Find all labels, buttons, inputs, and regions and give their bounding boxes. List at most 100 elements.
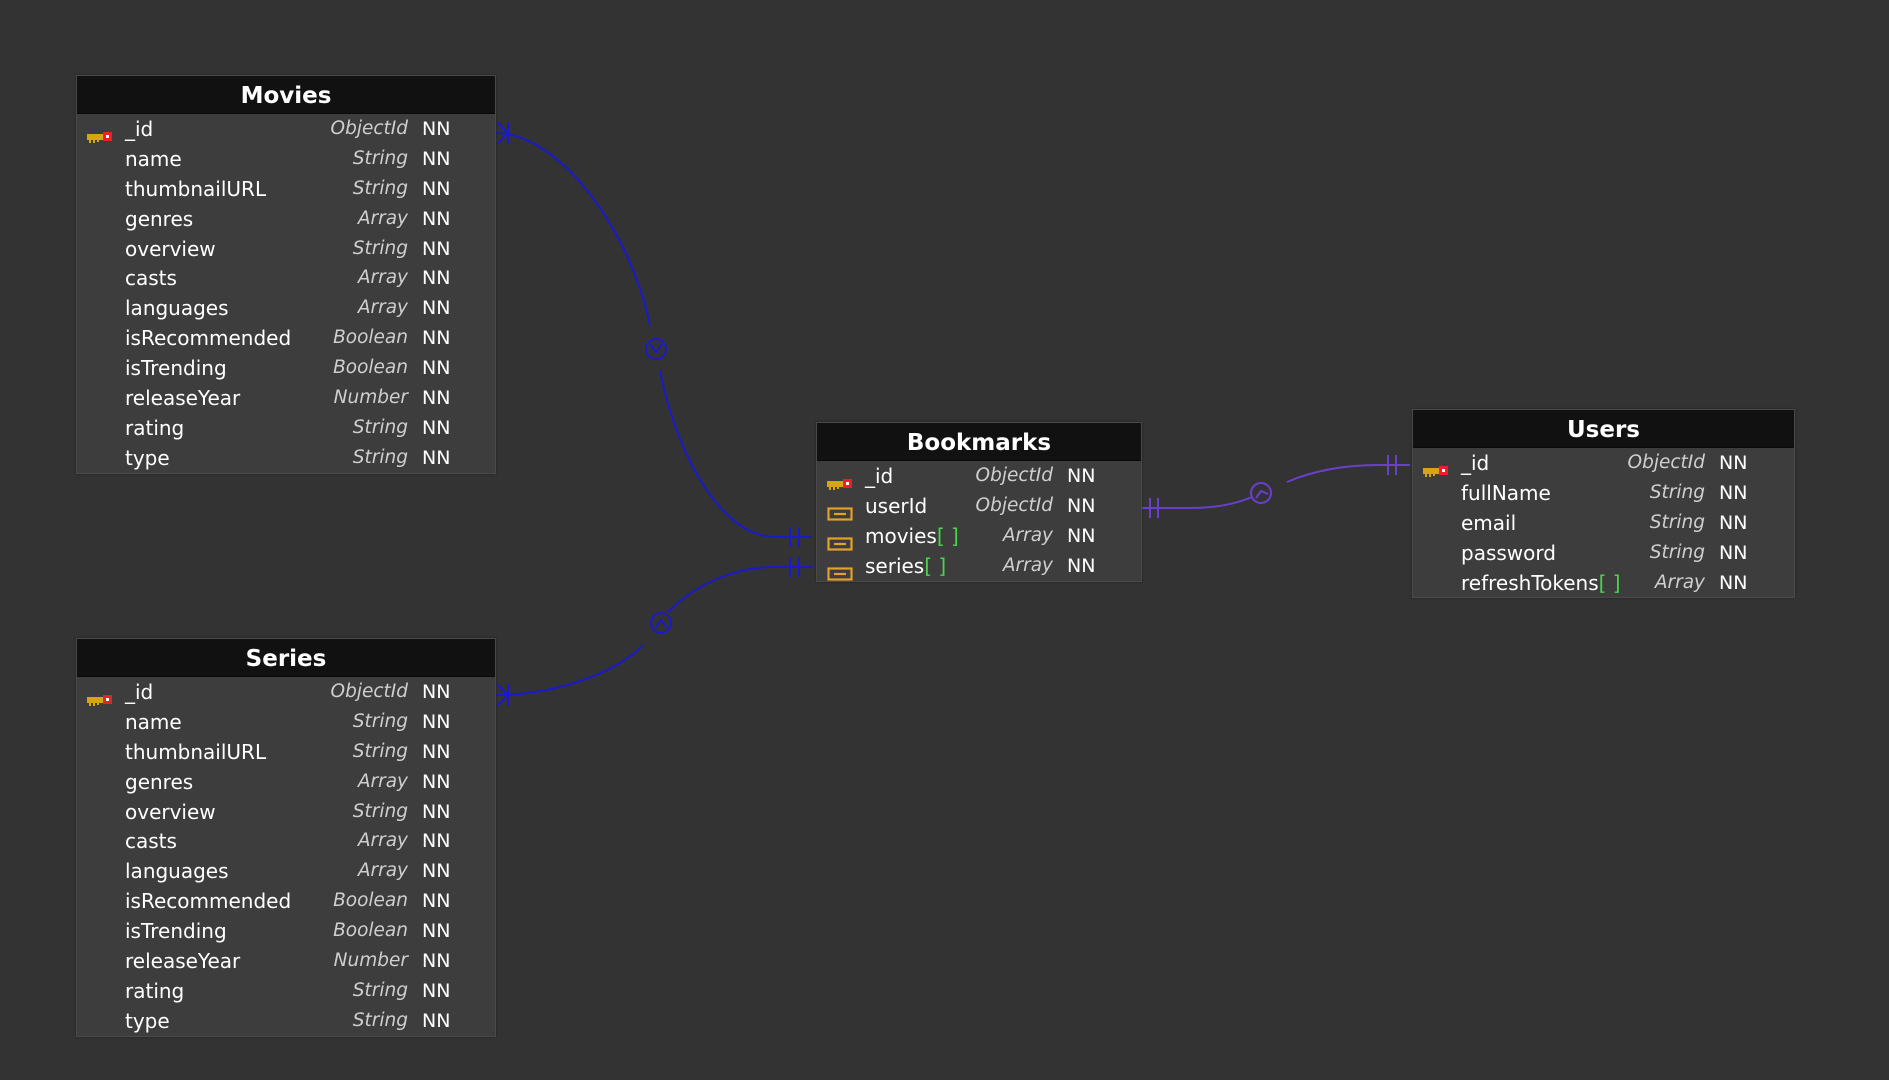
field-name-text: series [865,553,925,578]
field-name: genres [125,767,193,797]
field-name: isRecommended [125,323,291,353]
not-null-flag: NN [422,327,451,350]
field-name: overview [125,234,216,264]
field-name: series[ ] [865,551,946,581]
field-name-text: type [125,445,170,470]
field-type: Array [357,770,408,792]
not-null-flag: NN [422,830,451,853]
field-name: isTrending [125,353,227,383]
relation-series-bookmarks[interactable] [494,557,812,707]
not-null-flag: NN [422,357,451,380]
field-name: isTrending [125,916,227,946]
field-name: thumbnailURL [125,737,266,767]
field-name-text: password [1461,540,1556,565]
field-name-text: name [125,709,182,734]
field-type: Array [357,830,408,852]
array-indicator: [ ] [1598,570,1621,595]
field-type: String [352,800,408,822]
table-title: Movies [77,76,495,114]
field-name-text: overview [125,236,216,261]
not-null-flag: NN [422,416,451,439]
not-null-flag: NN [422,950,451,973]
not-null-flag: NN [422,207,451,230]
not-null-flag: NN [422,979,451,1002]
field-row[interactable]: series[ ] Array NN [817,551,1141,581]
field-name: releaseYear [125,383,240,413]
field-name: _id [125,114,153,144]
field-name-text: isRecommended [125,326,292,351]
field-name-text: thumbnailURL [125,176,267,201]
not-null-flag: NN [1067,554,1096,577]
field-name-text: _id [1461,451,1490,475]
field-name-text: languages [125,859,229,884]
field-type: ObjectId [975,494,1053,516]
not-null-flag: NN [1719,452,1748,474]
field-name-text: casts [125,829,177,854]
primary-key-icon [87,685,113,706]
field-type: String [352,740,408,762]
field-name-text: type [125,1008,170,1033]
field-name: languages [125,856,229,886]
not-null-flag: NN [422,1009,451,1032]
field-name-text: name [125,146,182,171]
field-type: Array [1002,524,1053,546]
foreign-key-icon [827,499,853,521]
not-null-flag: NN [1067,465,1096,487]
not-null-flag: NN [422,237,451,260]
relation-bookmarks-users[interactable] [1142,455,1410,518]
field-name-text: rating [125,415,185,440]
field-type: String [352,446,408,468]
field-type: String [352,710,408,732]
field-name-text: refreshTokens [1461,570,1599,595]
field-type: String [1649,481,1705,503]
array-indicator: [ ] [936,523,959,548]
field-name-text: movies [865,523,937,548]
field-name-text: casts [125,266,177,291]
field-name: rating [125,413,184,443]
field-type: Array [1002,554,1053,576]
not-null-flag: NN [422,890,451,913]
field-row[interactable]: casts Array NN [77,826,495,856]
field-name-text: isTrending [125,356,227,381]
relation-movies-bookmarks[interactable] [494,121,812,547]
field-name: password [1461,538,1556,568]
primary-key-icon [827,469,853,490]
